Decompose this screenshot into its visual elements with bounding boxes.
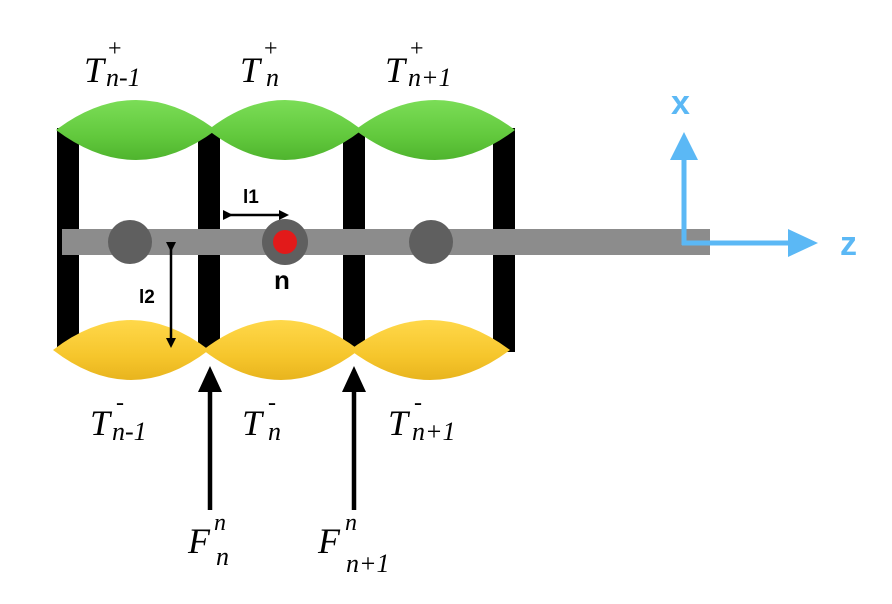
- T-plus-n-minus-1-symbol: T: [84, 50, 107, 90]
- node-left: [108, 220, 152, 264]
- label-T-minus-n: T - n: [242, 390, 281, 446]
- yellow-lens-center: [203, 320, 359, 380]
- label-F-n-n-plus-1: F n n+1: [317, 510, 390, 578]
- node-center-core: [273, 230, 297, 254]
- T-plus-n-symbol: T: [240, 50, 263, 90]
- green-lens-left: [56, 100, 216, 160]
- T-minus-n-plus-1-sub: n+1: [412, 417, 456, 446]
- F-n-n-sub: n: [216, 542, 229, 571]
- T-minus-n-sup: -: [268, 390, 276, 416]
- label-F-n-n: F n n: [187, 510, 229, 571]
- T-plus-n-plus-1-symbol: T: [385, 50, 408, 90]
- green-lens-center: [208, 100, 362, 160]
- rail: [62, 229, 710, 255]
- T-minus-n-plus-1-sup: -: [414, 390, 422, 416]
- T-plus-n-sup: +: [264, 36, 278, 62]
- F-n-n-symbol: F: [187, 521, 211, 561]
- T-minus-n-symbol: T: [242, 403, 265, 443]
- T-plus-n-plus-1-sub: n+1: [408, 63, 452, 92]
- x-axis-label: x: [671, 84, 690, 122]
- T-plus-n-minus-1-sub: n-1: [106, 63, 141, 92]
- T-plus-n-minus-1-sup: +: [108, 36, 122, 62]
- T-minus-n-sub: n: [268, 417, 281, 446]
- label-T-minus-n-minus-1: T - n-1: [90, 390, 147, 446]
- l1-label: l1: [243, 187, 259, 208]
- green-lens-right: [355, 100, 515, 160]
- F-n-n-plus-1-symbol: F: [317, 521, 341, 561]
- label-T-plus-n-minus-1: T + n-1: [84, 36, 141, 92]
- T-minus-n-minus-1-sup: -: [116, 390, 124, 416]
- yellow-lens-right: [350, 320, 510, 380]
- F-n-n-sup: n: [214, 510, 226, 536]
- label-T-plus-n: T + n: [240, 36, 279, 92]
- T-plus-n-plus-1-sup: +: [410, 36, 424, 62]
- node-label: n: [274, 265, 290, 295]
- label-T-plus-n-plus-1: T + n+1: [385, 36, 452, 92]
- F-n-n-plus-1-sup: n: [345, 510, 357, 536]
- l2-label: l2: [139, 287, 155, 308]
- force-arrow-left-head: [198, 366, 222, 392]
- x-axis-arrowhead: [670, 132, 698, 160]
- node-right: [409, 220, 453, 264]
- F-n-n-plus-1-sub: n+1: [346, 549, 390, 578]
- T-plus-n-sub: n: [266, 63, 279, 92]
- z-axis-label: z: [840, 225, 857, 263]
- z-axis-arrowhead: [788, 229, 818, 257]
- T-minus-n-minus-1-sub: n-1: [112, 417, 147, 446]
- force-arrow-right-head: [342, 366, 366, 392]
- T-minus-n-plus-1-symbol: T: [388, 403, 411, 443]
- T-minus-n-minus-1-symbol: T: [90, 403, 113, 443]
- label-T-minus-n-plus-1: T - n+1: [388, 390, 456, 446]
